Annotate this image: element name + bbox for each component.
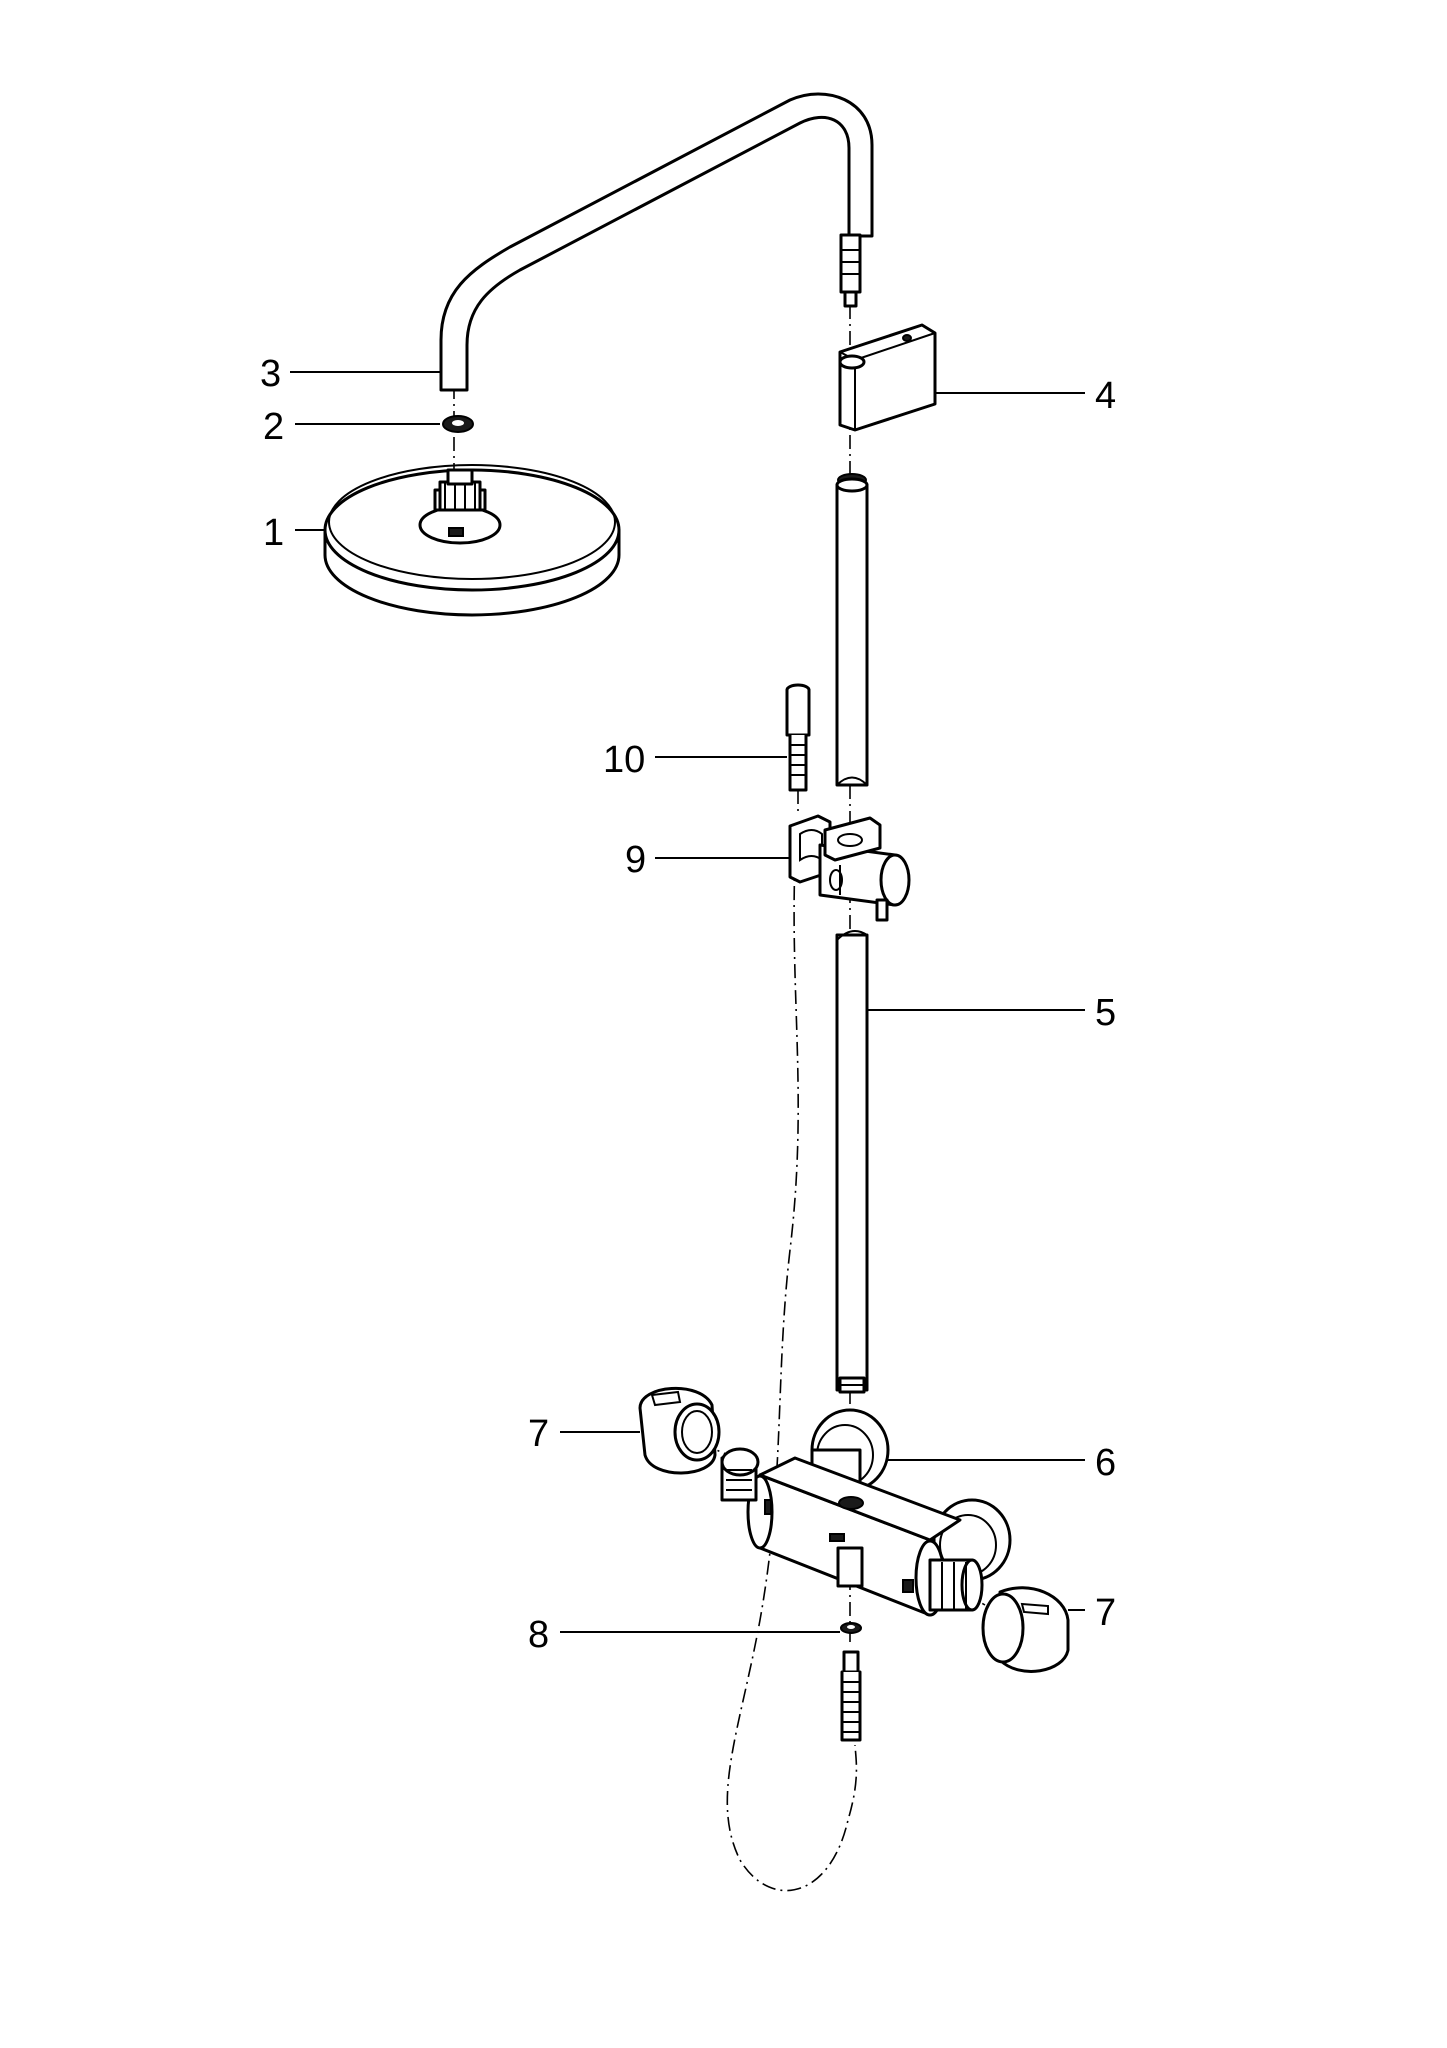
shower-hose: [840, 1650, 862, 1742]
shower-head: [323, 464, 621, 617]
callout-6: 6: [1095, 1442, 1116, 1484]
upper-riser-tube: [835, 473, 869, 787]
slide-bar-holder: [788, 814, 911, 922]
callout-3: 3: [260, 353, 281, 395]
leader-lines: [290, 371, 1085, 1633]
callout-4: 4: [1095, 375, 1116, 417]
wall-bracket: [838, 323, 937, 432]
callout-7-left: 7: [528, 1413, 549, 1455]
callouts: 1 2 3 4 5 6 7 7 8 9 10: [260, 353, 1116, 1656]
right-cartridge: [928, 1558, 984, 1612]
right-handle: [981, 1586, 1070, 1673]
callout-8: 8: [528, 1614, 549, 1656]
callout-9: 9: [625, 839, 646, 881]
callout-1: 1: [263, 512, 284, 554]
callout-7-right: 7: [1095, 1592, 1116, 1634]
left-cartridge: [720, 1447, 760, 1502]
shower-arm: [439, 92, 874, 392]
hose-connector: [785, 683, 811, 792]
washer: [442, 415, 474, 433]
callout-5: 5: [1095, 992, 1116, 1034]
callout-10: 10: [603, 739, 645, 781]
left-handle: [638, 1386, 721, 1475]
seal: [840, 1622, 862, 1634]
callout-2: 2: [263, 406, 284, 448]
thermostat-mixer: [720, 1408, 1012, 1617]
riser-tube: [835, 930, 869, 1394]
